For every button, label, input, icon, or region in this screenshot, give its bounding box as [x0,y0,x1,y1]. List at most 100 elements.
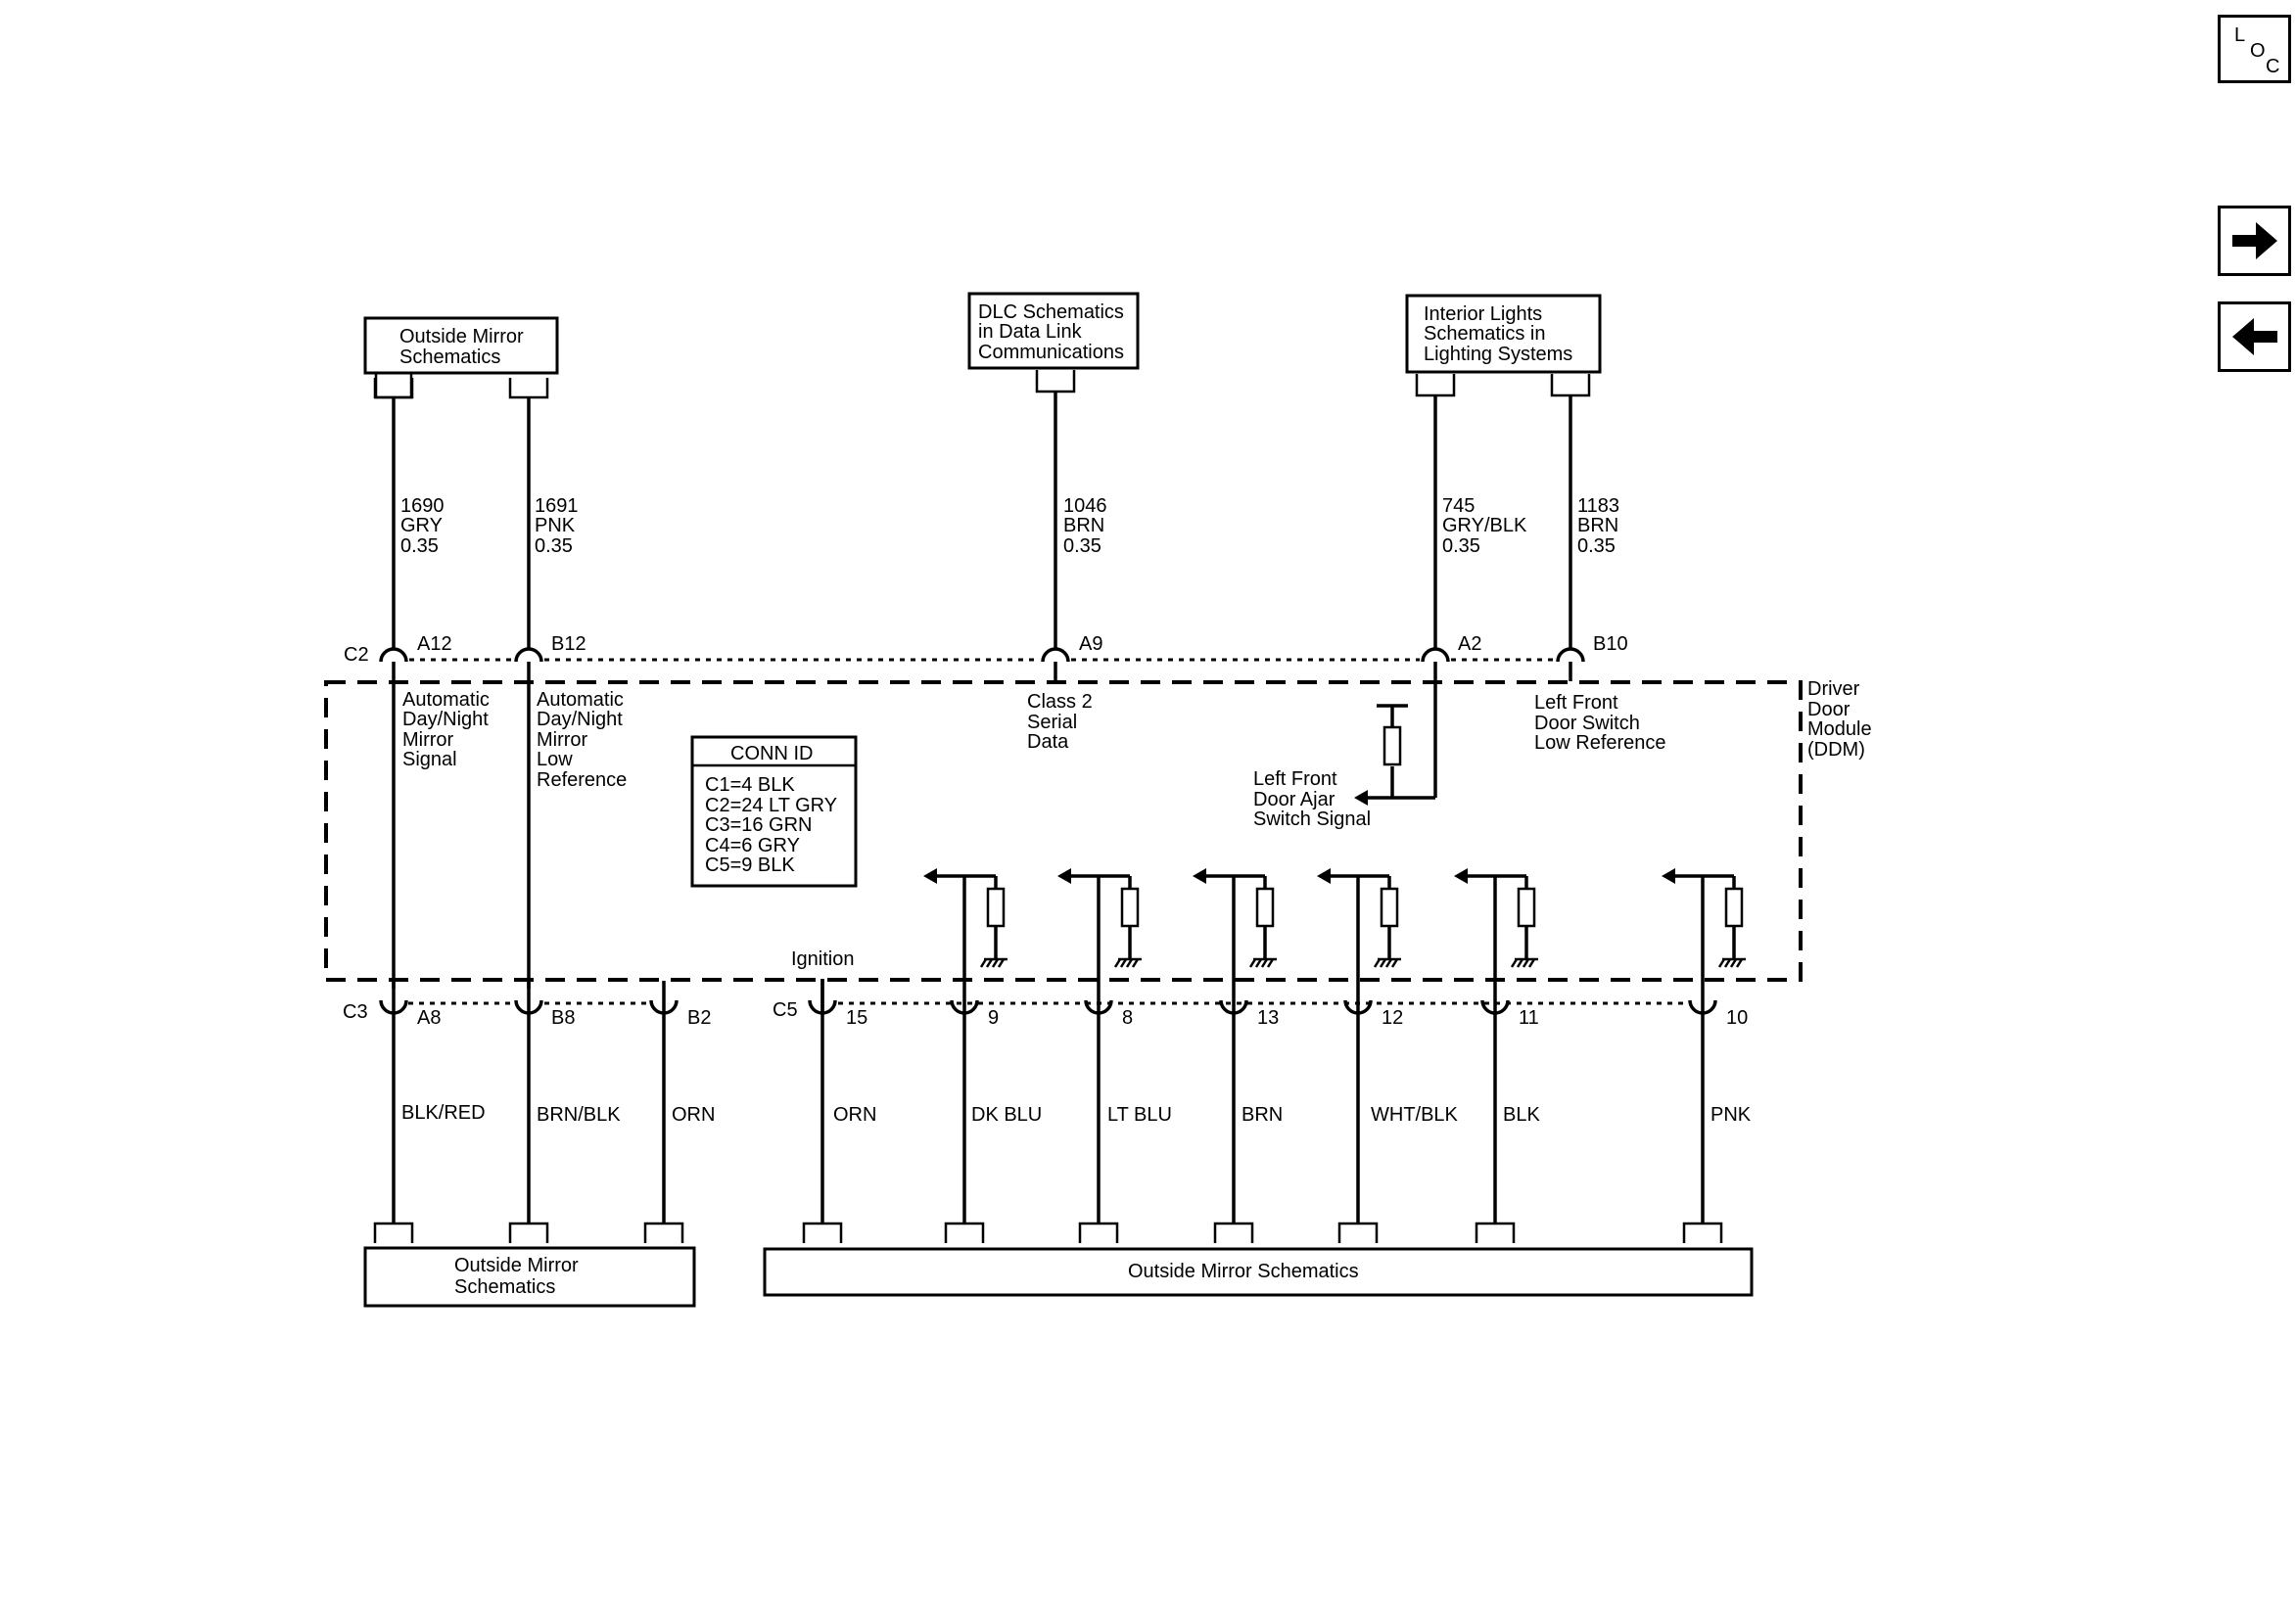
label-auto-mirror-signal: Automatic Day/Night Mirror Signal [402,689,490,770]
top-wire-1046: 1046 BRN 0.35 [1054,392,1107,648]
svg-text:Switch Signal: Switch Signal [1253,808,1371,830]
svg-text:Serial: Serial [1027,712,1077,733]
wire-color-label: PNK [1710,1104,1752,1126]
wire-color-label: WHT/BLK [1371,1104,1459,1126]
svg-text:0.35: 0.35 [1577,535,1616,557]
next-page-button[interactable] [2218,206,2291,276]
svg-text:in Data Link: in Data Link [978,321,1083,343]
c5-pin-label: 9 [988,1007,999,1029]
terminal [1213,1222,1254,1243]
terminal [1078,1222,1119,1243]
svg-text:C2: C2 [344,644,369,666]
svg-text:0.35: 0.35 [535,535,573,557]
conn-id-table: CONN ID C1=4 BLK C2=24 LT GRY C3=16 GRN … [690,735,858,888]
svg-text:Automatic: Automatic [537,689,624,711]
svg-text:Outside Mirror: Outside Mirror [399,326,524,347]
svg-text:Low: Low [537,749,573,770]
svg-text:Door Ajar: Door Ajar [1253,789,1335,810]
svg-text:BRN: BRN [1063,515,1104,536]
pull-down-resistors [923,868,1746,979]
pull-down-resistor [923,868,1007,979]
wire-color-label: ORN [833,1104,876,1126]
wire-color-label: DK BLU [971,1104,1042,1126]
ddm-module: Driver Door Module (DDM) [324,678,1872,982]
svg-text:CONN ID: CONN ID [730,743,813,764]
svg-text:Signal: Signal [402,749,457,770]
door-ajar-circuit: Left Front Door Ajar Switch Signal [1253,681,1437,830]
ref-box-outside-mirror-top[interactable]: Outside Mirror Schematics [363,316,559,375]
svg-text:Left Front: Left Front [1534,692,1618,714]
c5-pin-label: 10 [1726,1007,1748,1029]
svg-text:Interior Lights: Interior Lights [1424,303,1542,325]
svg-text:Door: Door [1807,699,1851,720]
pull-down-resistor [1057,868,1142,979]
terminal [802,1222,843,1243]
ref-box-interior-lights[interactable]: Interior Lights Schematics in Lighting S… [1405,294,1602,374]
svg-text:BRN/BLK: BRN/BLK [537,1104,621,1126]
bottom-left-wires: BLK/RED BRN/BLK ORN [373,1013,715,1243]
svg-text:Outside Mirror Schematics: Outside Mirror Schematics [1128,1261,1359,1282]
top-wire-745: 745 GRY/BLK 0.35 [1433,395,1527,648]
c5-pin-label: 13 [1257,1007,1279,1029]
svg-text:745: 745 [1442,495,1475,517]
svg-text:L: L [2234,24,2245,46]
terminal [1337,1222,1379,1243]
svg-text:Low Reference: Low Reference [1534,732,1666,754]
pull-down-resistor [1317,868,1401,979]
svg-text:Automatic: Automatic [402,689,490,711]
wire-color-label: BLK [1503,1104,1540,1126]
svg-text:GRY/BLK: GRY/BLK [1442,515,1527,536]
prev-page-button[interactable] [2218,301,2291,372]
terminal [944,1222,985,1243]
svg-text:0.35: 0.35 [400,535,439,557]
svg-text:O: O [2250,40,2266,62]
c5-pin-label: 15 [846,1007,867,1029]
connector-c2: C2 A12 B12 A9 A2 B10 [344,633,1628,681]
ref-box-outside-mirror-bottom-right[interactable]: Outside Mirror Schematics [763,1247,1754,1297]
terminal [1475,1222,1516,1243]
svg-text:Driver: Driver [1807,678,1860,700]
svg-text:0.35: 0.35 [1063,535,1101,557]
top-wire-1691: 1691 PNK 0.35 [527,397,579,648]
pull-down-resistor [1193,868,1277,979]
svg-text:BRN: BRN [1577,515,1618,536]
svg-text:C3=16 GRN: C3=16 GRN [705,814,813,836]
ref-box-dlc-schematics[interactable]: DLC Schematics in Data Link Communicatio… [967,292,1140,370]
arrow-right-icon [2232,222,2277,259]
svg-text:B8: B8 [551,1007,575,1029]
svg-text:Schematics: Schematics [399,346,500,368]
svg-text:Schematics in: Schematics in [1424,323,1546,345]
svg-text:C2=24 LT GRY: C2=24 LT GRY [705,795,837,816]
svg-text:C5=9 BLK: C5=9 BLK [705,855,795,876]
svg-text:1690: 1690 [400,495,445,517]
ref-box-outside-mirror-bottom-left[interactable]: Outside Mirror Schematics [363,1246,696,1308]
svg-text:(DDM): (DDM) [1807,739,1865,761]
svg-text:Class 2: Class 2 [1027,691,1093,713]
svg-text:Mirror: Mirror [537,729,588,751]
svg-text:A9: A9 [1079,633,1102,655]
loc-button[interactable]: L O C [2218,15,2291,83]
svg-text:C5: C5 [773,999,798,1021]
svg-text:DLC Schematics: DLC Schematics [978,301,1124,323]
loc-icon: L O C [2234,24,2279,77]
terminal [1682,1222,1723,1243]
svg-text:A2: A2 [1458,633,1481,655]
svg-text:PNK: PNK [535,515,576,536]
label-auto-mirror-low-ref: Automatic Day/Night Mirror Low Reference [537,689,627,791]
c5-pin-label: 12 [1382,1007,1403,1029]
svg-text:Outside Mirror: Outside Mirror [454,1255,579,1276]
svg-text:1691: 1691 [535,495,579,517]
top-wire-1690: 1690 GRY 0.35 [392,397,445,648]
svg-text:C3: C3 [343,1001,368,1023]
svg-text:Left Front: Left Front [1253,768,1337,790]
svg-text:B2: B2 [687,1007,711,1029]
svg-text:A8: A8 [417,1007,441,1029]
label-class2-serial-data: Class 2 Serial Data [1027,691,1093,753]
wire-color-label: BRN [1242,1104,1283,1126]
svg-text:Mirror: Mirror [402,729,454,751]
label-ignition: Ignition [791,948,855,970]
c5-pin-label: 11 [1519,1007,1539,1029]
svg-text:Schematics: Schematics [454,1276,555,1298]
